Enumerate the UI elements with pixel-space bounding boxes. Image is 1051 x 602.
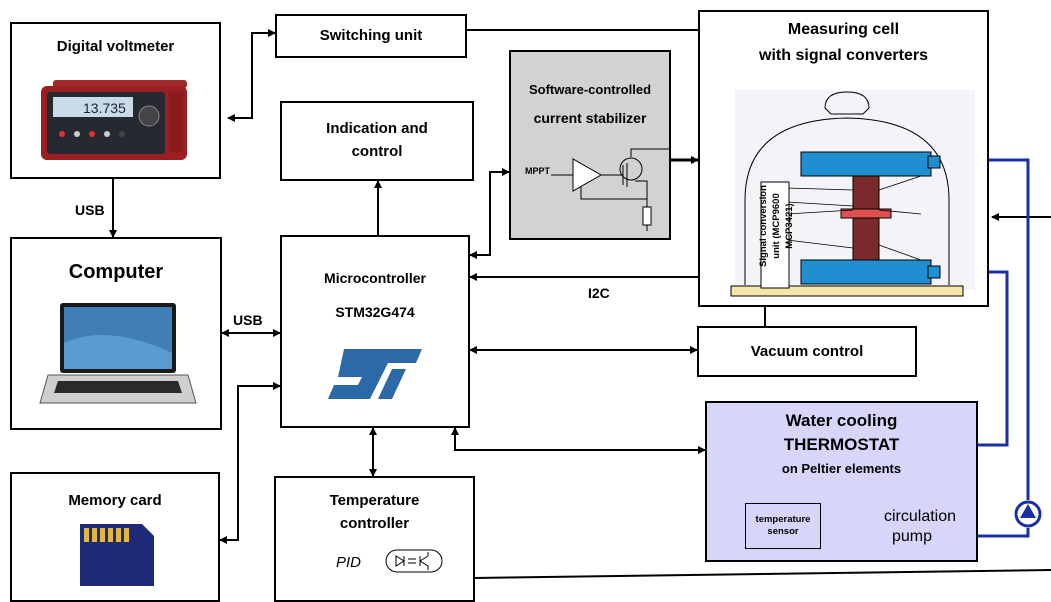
switching-unit-block: Switching unit (275, 14, 467, 58)
thermostat-line2: THERMOSTAT (783, 435, 900, 454)
vacuum-title: Vacuum control (750, 343, 864, 360)
conversion-line1: Signal conversion (758, 185, 769, 267)
usb-label-left: USB (233, 312, 263, 328)
tempctrl-line2: controller (339, 515, 410, 532)
stabilizer-line2: current stabilizer (533, 110, 647, 126)
indication-line2: control (351, 143, 403, 160)
vacuum-bell-icon (730, 90, 975, 297)
tempctrl-line1: Temperature (329, 492, 420, 509)
computer-block: Computer (10, 237, 222, 430)
sensor-line1: temperature (755, 514, 811, 525)
conversion-line2: unit (MCP9600 MCP3421) (771, 193, 795, 259)
measuring-line1: Measuring cell (787, 21, 900, 38)
mppt-label: MPPT (525, 166, 551, 176)
vacuum-control-block: Vacuum control (697, 326, 917, 377)
laptop-icon (39, 303, 197, 404)
mcu-line2: STM32G474 (335, 304, 415, 320)
measuring-line2: with signal converters (759, 47, 928, 64)
usb-label-top: USB (75, 202, 105, 218)
thermostat-line3: on Peltier elements (781, 461, 902, 476)
temperature-controller-block: Temperature controller PID (274, 476, 475, 602)
voltmeter-block: Digital voltmeter 13.735 (10, 22, 221, 179)
pump-label-line1: circulation (884, 508, 957, 525)
indication-control-block: Indication and control (280, 101, 474, 181)
microcontroller-block: Microcontroller STM32G474 (280, 235, 470, 428)
memory-title: Memory card (68, 492, 162, 509)
memory-mcu-link (219, 382, 281, 544)
sensor-line2: sensor (767, 526, 799, 537)
thermostat-block: Water cooling THERMOSTAT on Peltier elem… (705, 401, 978, 562)
st-logo-icon (328, 349, 422, 399)
mcu-line1: Microcontroller (324, 270, 426, 286)
indication-line1: Indication and (326, 120, 428, 137)
pump-label-line2: pump (892, 528, 933, 545)
stabilizer-line1: Software-controlled (528, 82, 652, 97)
voltmeter-display: 13.735 (83, 100, 126, 116)
connections-layer (109, 29, 1051, 579)
stabilizer-circuit-icon (551, 148, 671, 231)
thermostat-line1: Water cooling (785, 411, 898, 430)
memory-card-block: Memory card (10, 472, 220, 602)
mcu-thermostat-link (451, 427, 706, 454)
voltmeter-switching-link (227, 29, 276, 122)
tempctrl-heater-link (473, 569, 1051, 579)
measuring-cell-block: Measuring cell with signal converters Si… (698, 10, 989, 307)
sd-card-icon (80, 524, 154, 586)
computer-title: Computer (68, 261, 164, 283)
pump-icon (1014, 500, 1042, 528)
voltmeter-title: Digital voltmeter (56, 38, 175, 55)
optocoupler-icon (385, 549, 443, 573)
temperature-sensor: temperature sensor (745, 503, 821, 549)
multimeter-icon: 13.735 (41, 80, 187, 160)
i2c-label: I2C (588, 285, 610, 301)
water-line-pump (978, 528, 1030, 538)
mcu-stabilizer-link (469, 168, 510, 259)
pid-label: PID (336, 554, 362, 571)
switching-title: Switching unit (319, 27, 423, 44)
signal-conversion-unit: Signal conversion unit (MCP9600 MCP3421) (757, 172, 795, 280)
current-stabilizer-block: Software-controlled current stabilizer M… (509, 50, 671, 240)
